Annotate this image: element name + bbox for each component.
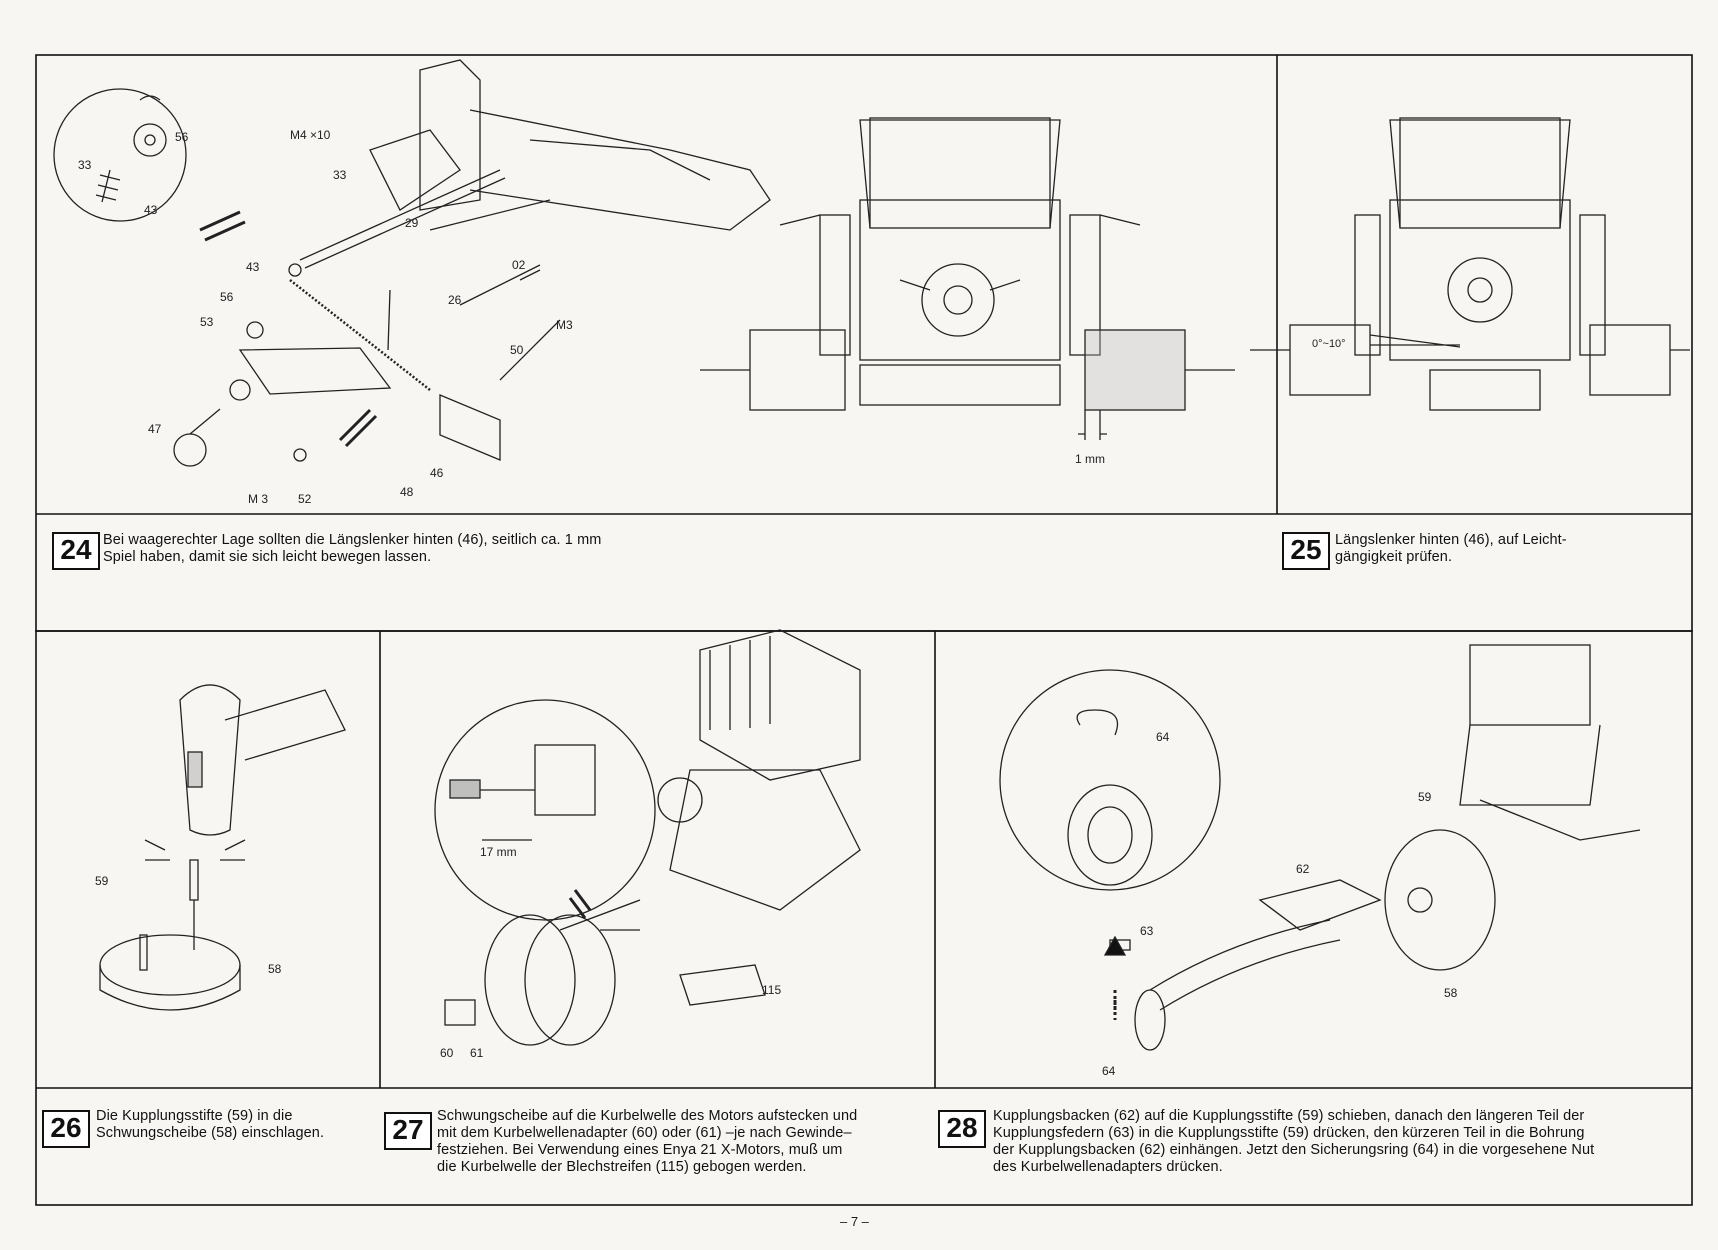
part-58: 58 — [268, 962, 282, 976]
step-27-caption-line3: festziehen. Bei Verwendung eines Enya 21… — [437, 1142, 843, 1158]
part-33: 33 — [333, 168, 347, 182]
step-number-27: 27 — [384, 1112, 432, 1150]
part-115: 115 — [762, 983, 782, 997]
step-28-caption-line2: Kupplungsfedern (63) in die Kupplungssti… — [993, 1125, 1585, 1141]
part-47: 47 — [148, 422, 162, 436]
step-number-25: 25 — [1282, 532, 1330, 570]
part-33: 33 — [78, 158, 92, 172]
part-26: 26 — [448, 293, 462, 307]
step-number-26: 26 — [42, 1110, 90, 1148]
part-58: 58 — [1444, 986, 1458, 1000]
part-63: 63 — [1140, 924, 1154, 938]
part-50: 50 — [510, 343, 524, 357]
label-m4x10: M4 ×10 — [290, 128, 331, 142]
step-26-caption-line1: Die Kupplungsstifte (59) in die — [96, 1108, 293, 1124]
step-26-caption-line2: Schwungscheibe (58) einschlagen. — [96, 1125, 325, 1141]
step24-rear-view — [700, 117, 1235, 440]
part-48: 48 — [400, 485, 414, 499]
part-62: 62 — [1296, 862, 1310, 876]
part-60: 60 — [440, 1046, 454, 1060]
part-53: 53 — [200, 315, 214, 329]
step-27-caption-line4: die Kurbelwelle der Blechstreifen (115) … — [437, 1159, 807, 1175]
step26-illustration — [99, 684, 346, 1011]
step-25-caption-line2: gängigkeit prüfen. — [1335, 549, 1453, 565]
label-angle: 0°~10° — [1312, 338, 1346, 350]
step25-rear-view — [1250, 117, 1690, 411]
part-64: 64 — [1102, 1064, 1116, 1078]
step-28-caption-line1: Kupplungsbacken (62) auf die Kupplungsst… — [993, 1108, 1585, 1124]
part-56: 56 — [220, 290, 234, 304]
step-number-28: 28 — [938, 1110, 986, 1148]
part-29: 29 — [405, 216, 419, 230]
page-number: – 7 – — [840, 1214, 869, 1229]
step-24-caption-line1: Bei waagerechter Lage sollten die Längsl… — [103, 532, 602, 548]
step-27-caption-line1: Schwungscheibe auf die Kurbelwelle des M… — [437, 1108, 858, 1124]
step-24-caption-line2: Spiel haben, damit sie sich leicht beweg… — [103, 549, 432, 565]
step-28-caption-line3: der Kupplungsbacken (62) einhängen. Jetz… — [993, 1142, 1595, 1158]
step-28-caption-line4: des Kurbelwellenadapters drücken. — [993, 1159, 1223, 1175]
step28-illustration — [999, 644, 1641, 1051]
step-25-caption-line1: Längslenker hinten (46), auf Leicht- — [1335, 532, 1567, 548]
part-46: 46 — [430, 466, 444, 480]
part-59: 59 — [95, 874, 109, 888]
part-43: 43 — [144, 203, 158, 217]
part-56: 56 — [175, 130, 189, 144]
part-61: 61 — [470, 1046, 484, 1060]
part-59: 59 — [1418, 790, 1432, 804]
label-1mm: 1 mm — [1075, 452, 1105, 466]
part-43: 43 — [246, 260, 260, 274]
step24-illustration — [53, 59, 771, 467]
label-m3-bottom: M 3 — [248, 492, 269, 506]
label-m3: M3 — [556, 318, 573, 332]
step27-illustration — [434, 629, 861, 1046]
label-17mm: 17 mm — [480, 845, 517, 859]
part-64: 64 — [1156, 730, 1170, 744]
part-02: 02 — [512, 258, 526, 272]
step-number-24: 24 — [52, 532, 100, 570]
step-27-caption-line2: mit dem Kurbelwellenadapter (60) oder (6… — [437, 1125, 852, 1141]
part-52: 52 — [298, 492, 312, 506]
